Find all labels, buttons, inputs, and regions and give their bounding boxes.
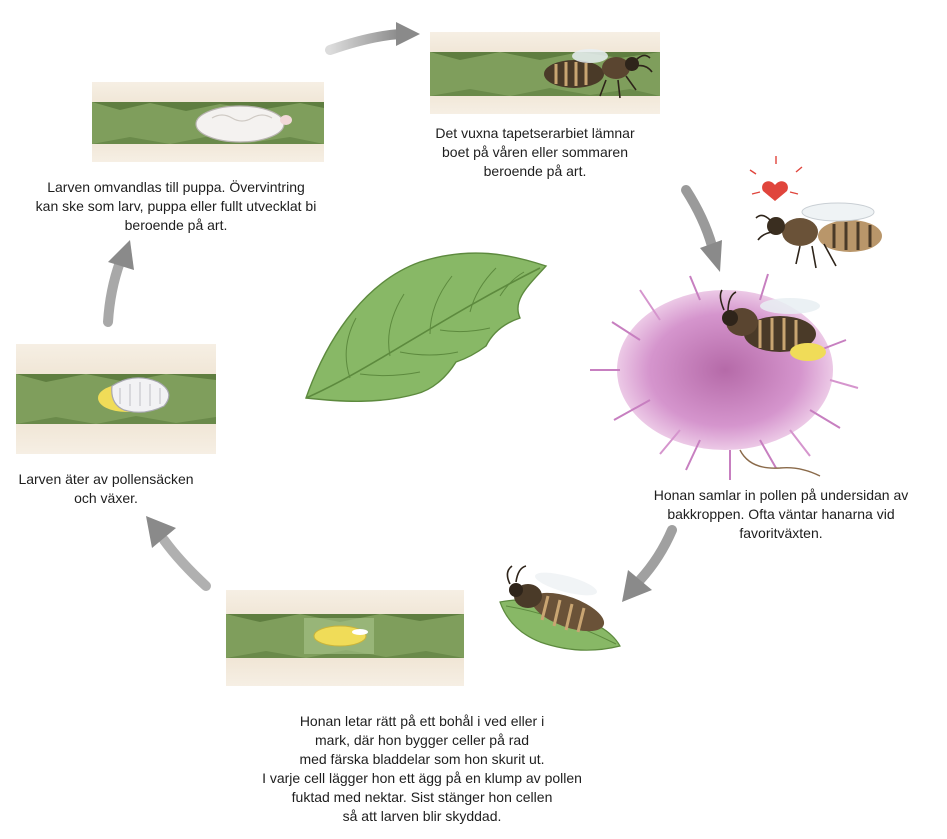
heart-icon [762, 181, 788, 201]
caption-line: favoritväxten. [615, 524, 947, 543]
caption-pollen-collecting: Honan samlar in pollen på undersidan av … [615, 486, 947, 543]
caption-line: mark, där hon bygger celler på rad [212, 731, 632, 750]
egg-stage-illustration [226, 590, 464, 686]
pollen-collecting-illustration [590, 274, 858, 480]
pupa-stage-illustration [92, 82, 324, 162]
caption-line: med färska bladdelar som hon skurit ut. [212, 750, 632, 769]
leaf-icon [306, 253, 546, 401]
caption-line: beroende på art. [0, 216, 352, 235]
caption-line: Larven äter av pollensäcken [0, 470, 212, 489]
larva-stage-illustration [16, 344, 216, 454]
arrow-to-adult-icon [330, 34, 400, 50]
caption-line: bakkroppen. Ofta väntar hanarna vid [615, 505, 947, 524]
caption-line: boet på våren eller sommaren [415, 143, 655, 162]
caption-line: Larven omvandlas till puppa. Övervintrin… [0, 178, 352, 197]
pupa-icon [196, 106, 284, 142]
arrow-to-larva-icon [164, 540, 206, 586]
arrow-to-pollen-icon [686, 190, 712, 246]
arrowhead-icon [700, 240, 722, 272]
arrowhead-icon [396, 22, 420, 46]
pollen-load-icon [790, 343, 826, 361]
caption-line: I varje cell lägger hon ett ägg på en kl… [212, 769, 632, 788]
arrow-to-pupa-icon [108, 262, 120, 322]
caption-line: kan ske som larv, puppa eller fullt utve… [0, 197, 352, 216]
male-bee-illustration [750, 156, 882, 268]
caption-line: så att larven blir skyddad. [212, 807, 632, 826]
caption-line: och växer. [0, 489, 212, 508]
caption-line: Det vuxna tapetserarbiet lämnar [415, 124, 655, 143]
pollen-egg-icon [314, 626, 366, 646]
caption-line: Honan samlar in pollen på undersidan av [615, 486, 947, 505]
adult-stage-illustration [430, 32, 660, 114]
arrowhead-icon [108, 240, 134, 270]
caption-adult-emerges: Det vuxna tapetserarbiet lämnar boet på … [415, 124, 655, 181]
caption-line: beroende på art. [415, 162, 655, 181]
caption-nest-building: Honan letar rätt på ett bohål i ved elle… [212, 712, 632, 826]
caption-larva: Larven äter av pollensäcken och växer. [0, 470, 212, 508]
bee-icon [756, 203, 882, 268]
caption-line: fuktad med nektar. Sist stänger hon cell… [212, 788, 632, 807]
caption-pupa: Larven omvandlas till puppa. Övervintrin… [0, 178, 352, 235]
leaf-cutting-illustration [500, 566, 620, 650]
caption-line: Honan letar rätt på ett bohål i ved elle… [212, 712, 632, 731]
